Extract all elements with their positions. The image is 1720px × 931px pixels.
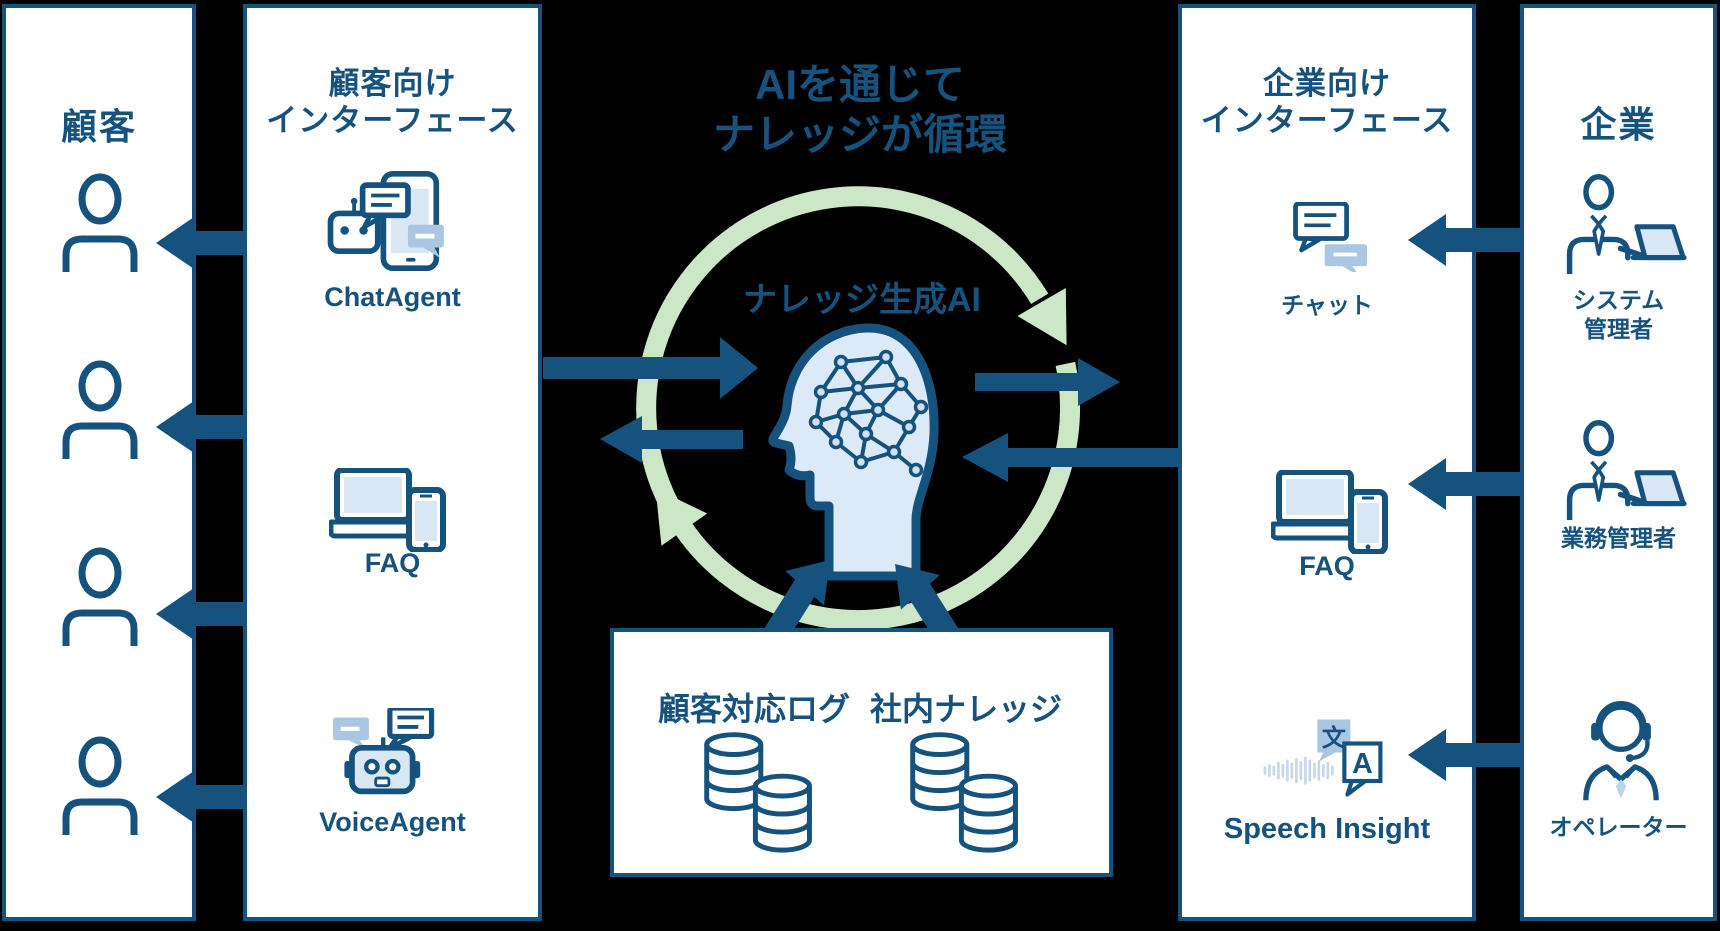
voiceagent-label: VoiceAgent <box>319 807 466 837</box>
panel-enterprise-interface-title-line1: 企業向け <box>1263 66 1391 101</box>
customer-log-label: 顧客対応ログ <box>657 691 850 727</box>
database-icon <box>704 732 812 853</box>
double-arrow <box>156 401 310 453</box>
panel-customer: 顧客 <box>2 4 196 921</box>
arrow-interface-to-ai <box>543 337 758 399</box>
double-arrow <box>156 217 310 269</box>
speech-insight-label: Speech Insight <box>1223 813 1431 845</box>
faq-label: FAQ <box>364 548 421 578</box>
laptop-phone-icon <box>329 468 446 552</box>
sysadmin-label-line1: システム <box>1572 287 1665 313</box>
sysadmin-label-line2: 管理者 <box>1584 315 1653 342</box>
chatbot-phone-icon <box>327 170 444 272</box>
panel-customer-interface-title-line1: 顧客向け <box>328 66 457 101</box>
person-icon <box>62 547 138 646</box>
chat-label: チャット <box>1281 292 1373 318</box>
sysadmin-label: システム 管理者 <box>1524 286 1713 344</box>
opsmanager-label: 業務管理者 <box>1561 525 1676 551</box>
panel-enterprise-title: 企業 <box>1580 104 1657 145</box>
panel-customer-interface-title-line2: インターフェース <box>266 102 519 138</box>
arrow-enterprise-interface-to-ai <box>962 433 1178 482</box>
admin-laptop-icon <box>1566 174 1687 274</box>
knowledge-ai-head-icon <box>768 323 939 581</box>
person-icon <box>62 360 138 459</box>
double-arrow <box>1408 729 1562 781</box>
chat-bubbles-icon <box>1293 202 1367 272</box>
speech-analysis-icon: 文 A <box>1263 719 1383 797</box>
double-arrow <box>1408 458 1562 510</box>
chatagent-label: ChatAgent <box>324 282 461 312</box>
double-arrow <box>1408 214 1562 266</box>
knowledge-box: 顧客対応ログ 社内ナレッジ <box>610 628 1113 877</box>
glyph-a: A <box>1352 748 1373 780</box>
database-icon <box>910 732 1018 853</box>
internal-knowledge-label: 社内ナレッジ <box>869 691 1062 727</box>
panel-enterprise: 企業 システム 管理者 業務管理者 オペレーター <box>1520 4 1717 921</box>
panel-enterprise-interface-title-line2: インターフェース <box>1200 102 1454 138</box>
arrow-ai-to-enterprise-interface <box>975 358 1120 406</box>
operator-label: オペレーター <box>1549 814 1688 840</box>
operator-headset-icon <box>1583 701 1659 801</box>
center-title: AIを通じて ナレッジが循環 <box>620 60 1100 161</box>
double-arrow <box>156 771 310 823</box>
center-title-line2: ナレッジが循環 <box>712 111 1007 159</box>
faq2-label: FAQ <box>1299 551 1355 581</box>
panel-customer-title: 顧客 <box>60 106 137 147</box>
robot-speech-icon <box>333 708 435 795</box>
brain-network-icon <box>808 349 929 478</box>
laptop-phone-icon <box>1271 470 1388 554</box>
center-title-line1: AIを通じて <box>754 61 965 108</box>
person-icon <box>62 173 138 272</box>
arrow-ai-to-interface <box>600 416 743 463</box>
person-icon <box>62 736 138 835</box>
admin-laptop-icon <box>1566 420 1687 520</box>
knowledge-ai-label: ナレッジ生成AI <box>743 281 981 319</box>
panel-customer-interface: 顧客向け インターフェース ChatAgent FAQ VoiceAgent <box>243 4 542 921</box>
double-arrow <box>156 588 310 640</box>
